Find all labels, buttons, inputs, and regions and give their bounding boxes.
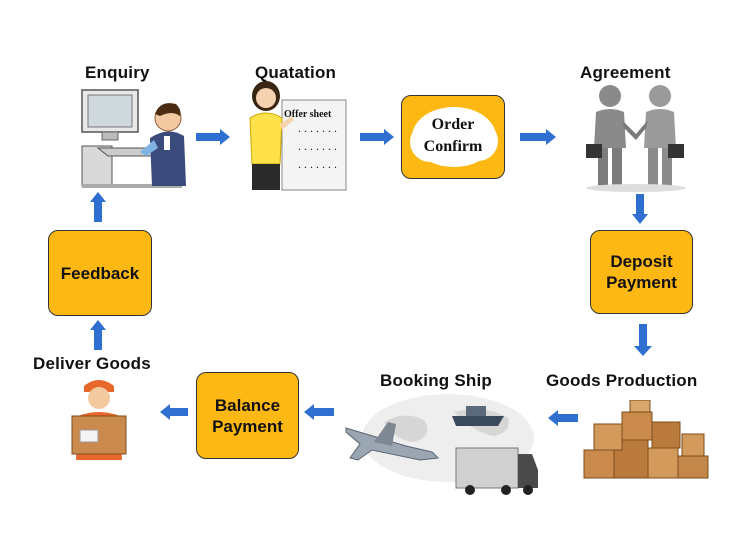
- feedback-label: Feedback: [60, 263, 140, 283]
- deposit-payment-line1: Deposit: [610, 252, 673, 271]
- enquiry-label: Enquiry: [85, 63, 150, 82]
- offer-sheet-text: Offer sheet: [284, 109, 332, 120]
- arrow-right-1: [196, 129, 230, 145]
- balance-payment-line2: Payment: [212, 416, 283, 436]
- arrow-up-1: [90, 320, 106, 350]
- balance-payment-line1: Balance: [214, 395, 281, 415]
- arrow-right-2: [360, 129, 394, 145]
- delivery-man-icon: [71, 380, 127, 460]
- booking-ship-label: Booking Ship: [380, 371, 492, 390]
- quotation-label: Quatation: [255, 63, 337, 82]
- order-confirm-line2: Confirm: [424, 138, 483, 155]
- agreement-label: Agreement: [580, 63, 671, 82]
- arrow-left-2: [304, 404, 334, 420]
- deposit-payment-line2: Payment: [606, 273, 677, 292]
- offer-dots-1: . . . . . . .: [298, 121, 337, 135]
- arrow-down-1: [632, 194, 648, 224]
- arrow-right-3: [520, 129, 556, 145]
- order-confirm-cloud: Order Confirm: [410, 107, 498, 167]
- woman-offer-sheet-icon: Offer sheet . . . . . . . . . . . . . . …: [249, 81, 347, 191]
- feedback-box: Feedback: [48, 230, 152, 316]
- arrow-up-2: [90, 192, 106, 222]
- order-confirm-box: Order Confirm: [401, 95, 505, 179]
- plane-ship-truck-icon: [345, 394, 538, 495]
- goods-production-label: Goods Production: [546, 371, 698, 390]
- offer-dots-2: . . . . . . .: [298, 139, 337, 153]
- computer-user-icon: [81, 89, 186, 188]
- deliver-goods-label: Deliver Goods: [33, 354, 151, 373]
- order-confirm-line1: Order: [432, 116, 475, 133]
- cardboard-boxes-icon: [583, 400, 709, 479]
- offer-dots-3: . . . . . . .: [298, 157, 337, 171]
- arrow-down-2: [634, 324, 652, 356]
- deposit-payment-box: Deposit Payment: [590, 230, 693, 314]
- handshake-icon: [586, 85, 686, 192]
- balance-payment-box: Balance Payment: [196, 372, 299, 459]
- arrow-left-1: [548, 410, 578, 426]
- arrow-left-3: [160, 404, 188, 420]
